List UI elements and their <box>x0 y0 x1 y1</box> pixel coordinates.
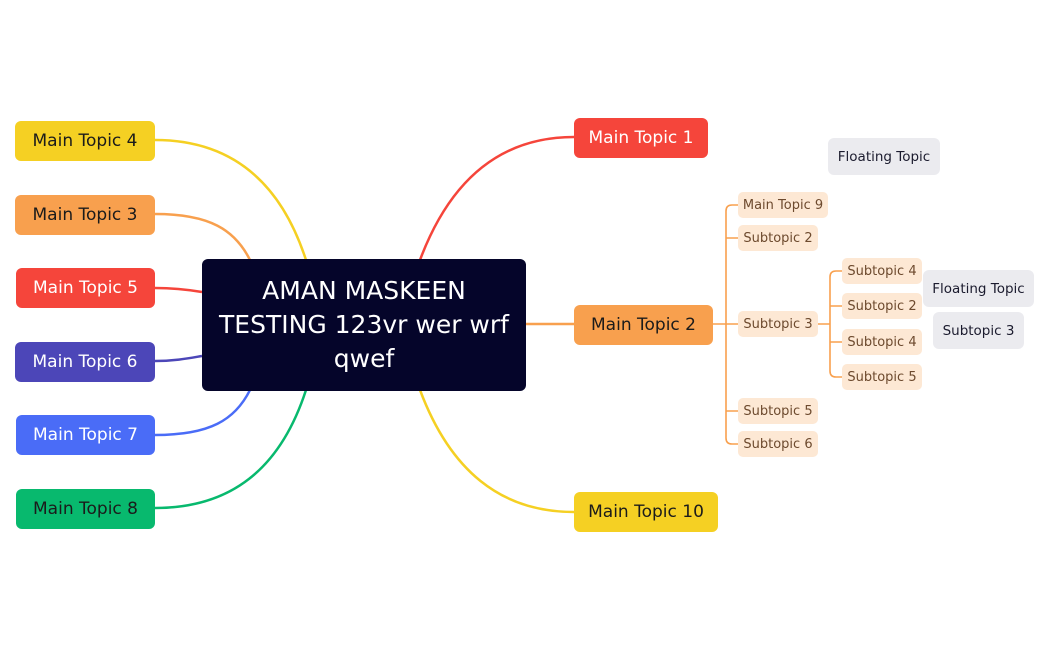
connector-root-topic10 <box>418 389 575 514</box>
main-topic-7[interactable]: Main Topic 7 <box>16 415 155 455</box>
topic2-child-subtopic-6[interactable]: Subtopic 6 <box>738 431 818 457</box>
sub-label: Subtopic 2 <box>847 298 917 314</box>
sub-label: Subtopic 3 <box>743 316 813 332</box>
connector-root-topic1 <box>418 135 575 261</box>
floating-topic-top[interactable]: Floating Topic <box>828 138 940 175</box>
sub-label: Subtopic 2 <box>743 230 813 246</box>
connector-subtopic3-children <box>817 270 842 378</box>
subtopic3-child-subtopic-4b[interactable]: Subtopic 4 <box>842 329 922 355</box>
main-topic-7-label: Main Topic 7 <box>33 425 138 445</box>
sub-label: Subtopic 4 <box>847 263 917 279</box>
floating-topic-label: Subtopic 3 <box>942 322 1015 339</box>
main-topic-10[interactable]: Main Topic 10 <box>574 492 718 532</box>
subtopic3-child-subtopic-2[interactable]: Subtopic 2 <box>842 293 922 319</box>
main-topic-2-label: Main Topic 2 <box>591 315 696 335</box>
floating-subtopic-3[interactable]: Subtopic 3 <box>933 312 1024 349</box>
main-topic-2[interactable]: Main Topic 2 <box>574 305 713 345</box>
topic2-child-subtopic-3[interactable]: Subtopic 3 <box>738 311 818 337</box>
main-topic-5[interactable]: Main Topic 5 <box>16 268 155 308</box>
main-topic-10-label: Main Topic 10 <box>588 502 704 522</box>
root-topic[interactable]: AMAN MASKEEN TESTING 123vr wer wrf qwef <box>202 259 526 391</box>
subtopic3-child-subtopic-4[interactable]: Subtopic 4 <box>842 258 922 284</box>
main-topic-1[interactable]: Main Topic 1 <box>574 118 708 158</box>
floating-topic-label: Floating Topic <box>932 280 1025 297</box>
floating-topic-right[interactable]: Floating Topic <box>923 270 1034 307</box>
main-topic-8-label: Main Topic 8 <box>33 499 138 519</box>
main-topic-1-label: Main Topic 1 <box>588 128 694 148</box>
connector-root-topic8 <box>154 389 308 510</box>
sub-label: Subtopic 5 <box>743 403 813 419</box>
connector-root-topic7 <box>154 389 252 437</box>
topic2-child-subtopic-2[interactable]: Subtopic 2 <box>738 225 818 251</box>
topic2-child-main-topic-9[interactable]: Main Topic 9 <box>738 192 828 218</box>
floating-topic-label: Floating Topic <box>837 148 931 165</box>
main-topic-4-label: Main Topic 4 <box>32 131 138 151</box>
main-topic-3[interactable]: Main Topic 3 <box>15 195 155 235</box>
connector-root-topic3 <box>154 212 252 261</box>
main-topic-4[interactable]: Main Topic 4 <box>15 121 155 161</box>
connector-root-topic5 <box>154 286 203 294</box>
sub-label: Main Topic 9 <box>742 197 824 213</box>
main-topic-6-label: Main Topic 6 <box>32 352 138 372</box>
main-topic-5-label: Main Topic 5 <box>33 278 138 298</box>
connector-root-topic6 <box>154 354 203 363</box>
subtopic3-child-subtopic-5[interactable]: Subtopic 5 <box>842 364 922 390</box>
main-topic-8[interactable]: Main Topic 8 <box>16 489 155 529</box>
connector-root-topic4 <box>154 138 308 261</box>
sub-label: Subtopic 5 <box>847 369 917 385</box>
main-topic-6[interactable]: Main Topic 6 <box>15 342 155 382</box>
root-topic-label: AMAN MASKEEN TESTING 123vr wer wrf qwef <box>219 276 509 373</box>
topic2-child-subtopic-5[interactable]: Subtopic 5 <box>738 398 818 424</box>
main-topic-3-label: Main Topic 3 <box>32 205 138 225</box>
connector-topic2-children <box>713 204 738 445</box>
sub-label: Subtopic 6 <box>743 436 813 452</box>
sub-label: Subtopic 4 <box>847 334 917 350</box>
